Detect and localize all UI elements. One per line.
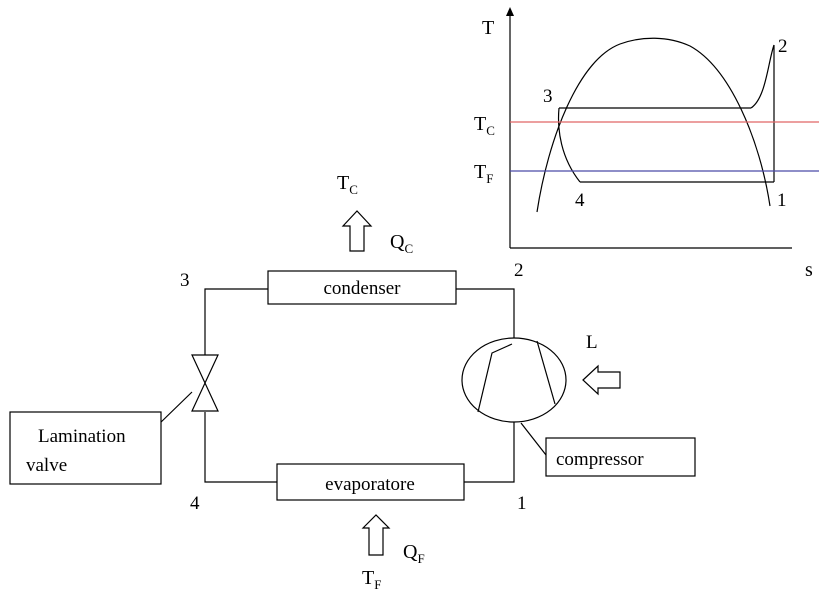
valve-label-line1: Lamination [38,426,126,447]
temp-cold-label: TF [362,567,381,592]
ts-point-4: 4 [575,190,585,211]
compressor-callout [545,437,696,477]
ts-diagram [506,7,819,249]
ts-y-axis-arrowhead [506,7,514,16]
evaporator-box [276,463,465,501]
compressor-leader-line [520,422,547,456]
temp-hot-label: TC [337,172,358,197]
ts-point-3: 3 [543,86,553,107]
valve-leader-line [157,391,193,426]
process-2-3-desuperheat [750,44,775,109]
lamination-valve-callout [9,411,162,485]
node-1-label: 1 [517,493,527,514]
valve-label-line2: valve [26,455,67,476]
compressor-label: compressor [556,449,644,470]
work-label: L [586,332,598,353]
ts-y-axis-label: T [482,17,494,39]
heat-out-label: QC [390,231,413,256]
ts-x-axis-label: s [805,259,813,281]
pipe-condenser-to-2 [456,288,515,340]
ts-tf-label: TF [474,161,493,186]
ts-tc-label: TC [474,113,495,138]
process-3-4 [557,107,581,183]
condenser-label: condenser [323,278,401,299]
work-arrow-icon [582,364,621,396]
heat-in-arrow-icon [361,514,391,556]
pipe-compressor-to-1 [464,420,515,483]
heat-in-label: QF [403,541,425,566]
heat-out-arrow-icon [341,210,373,252]
node-4-label: 4 [190,493,200,514]
ts-point-1: 1 [777,190,787,211]
lamination-valve-icon [191,354,219,412]
cycle-piping [204,288,515,483]
evaporator-label: evaporatore [325,474,415,495]
ts-point-2: 2 [778,36,788,57]
pipe-3-to-condenser [204,288,268,355]
pipe-evaporator-to-4 [204,412,277,483]
condenser-box [267,270,457,305]
node-3-label: 3 [180,270,190,291]
saturation-dome [536,37,771,213]
node-2-label: 2 [514,260,524,281]
compressor-icon [461,337,567,423]
